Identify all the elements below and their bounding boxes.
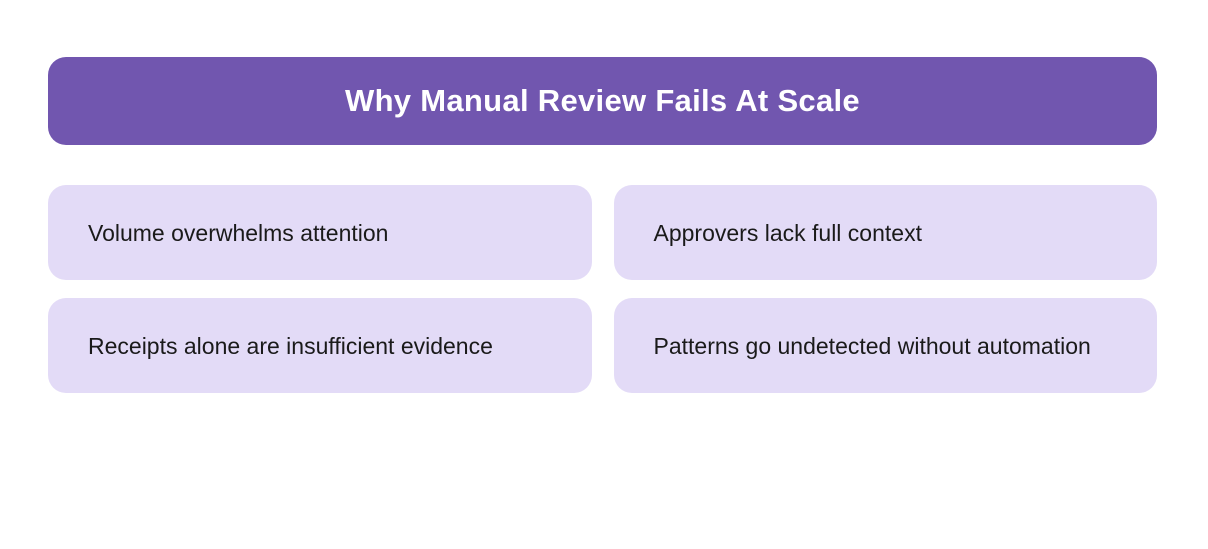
reasons-grid: Volume overwhelms attention Approvers la…: [48, 185, 1157, 393]
header-banner: Why Manual Review Fails At Scale: [48, 57, 1157, 145]
reason-card-volume: Volume overwhelms attention: [48, 185, 592, 280]
reason-card-label: Patterns go undetected without automatio…: [653, 332, 1091, 359]
reason-card-label: Receipts alone are insufficient evidence: [88, 332, 493, 359]
reason-card-label: Volume overwhelms attention: [88, 219, 389, 246]
reason-card-receipts: Receipts alone are insufficient evidence: [48, 298, 592, 393]
reason-card-patterns: Patterns go undetected without automatio…: [613, 298, 1157, 393]
page-title: Why Manual Review Fails At Scale: [345, 83, 860, 118]
reason-card-label: Approvers lack full context: [653, 219, 922, 246]
reason-card-context: Approvers lack full context: [613, 185, 1157, 280]
